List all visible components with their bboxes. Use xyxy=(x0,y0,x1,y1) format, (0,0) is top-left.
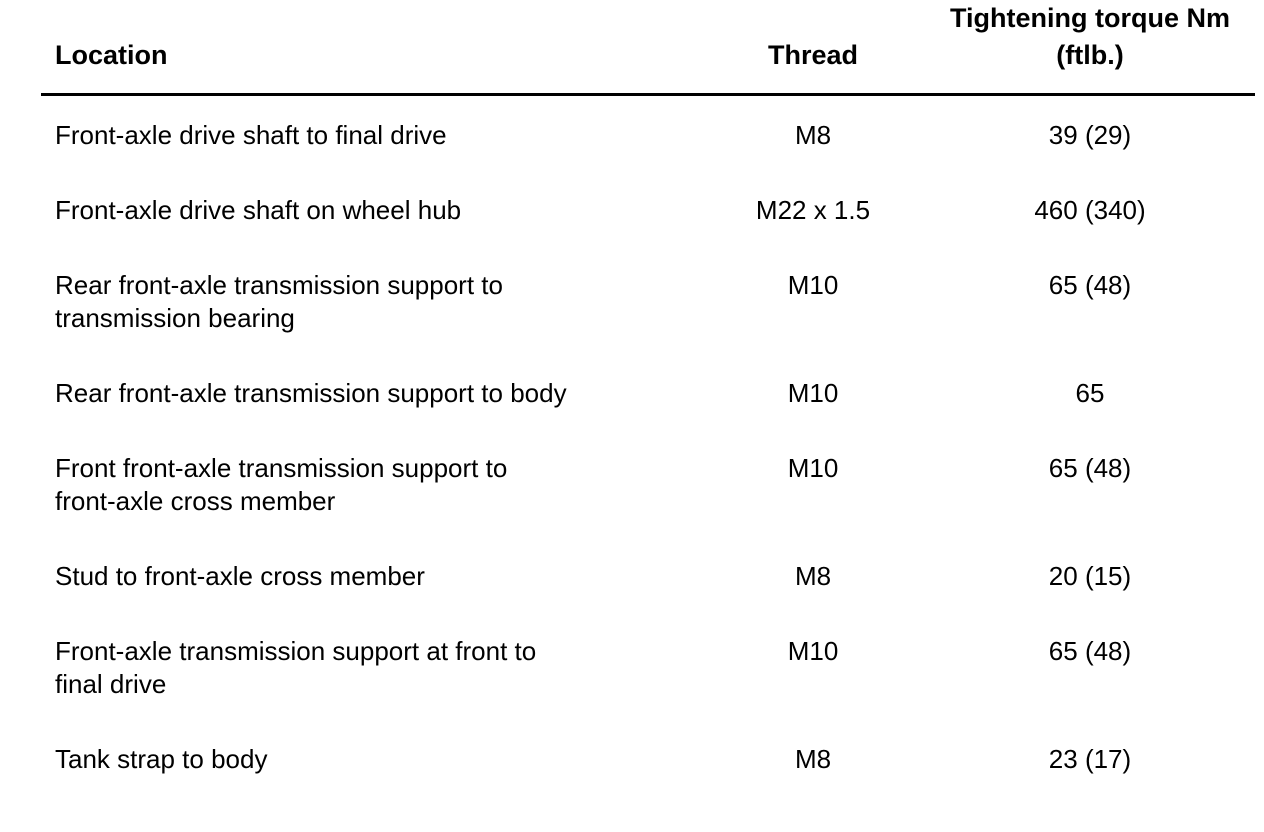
column-header-torque: Tightening torque Nm (ftlb.) xyxy=(925,0,1255,96)
cell-location-line1: Front-axle drive shaft to final drive xyxy=(55,120,447,150)
cell-torque: 23 (17) xyxy=(1048,744,1132,774)
cell-location: Front-axle drive shaft to final drive xyxy=(41,95,701,174)
cell-thread: M22 x 1.5 xyxy=(755,195,871,225)
cell-location-line1: Rear front-axle transmission support to … xyxy=(55,378,567,408)
table-row: Tank strap to body M8 23 (17) xyxy=(41,722,1255,797)
cell-torque: 65 xyxy=(1075,378,1105,408)
column-header-thread: Thread xyxy=(701,0,925,96)
cell-thread: M10 xyxy=(787,453,839,483)
table-row: Front-axle transmission support at front… xyxy=(41,614,1255,722)
table-row: Front-axle drive shaft to final drive M8… xyxy=(41,95,1255,174)
cell-location: Rear front-axle transmission support to … xyxy=(41,356,701,431)
table-header: Location Thread Tightening torque Nm (ft… xyxy=(41,0,1255,96)
column-header-torque-line1: Tightening torque Nm xyxy=(950,3,1230,33)
table-row: Rear front-axle transmission support to … xyxy=(41,356,1255,431)
cell-torque: 20 (15) xyxy=(1048,561,1132,591)
cell-location-line1: Rear front-axle transmission support to xyxy=(55,270,503,300)
table-row: Rear front-axle transmission support to … xyxy=(41,248,1255,356)
cell-location: Front-axle transmission support at front… xyxy=(41,614,701,722)
cell-torque: 460 (340) xyxy=(1034,195,1146,225)
cell-torque: 65 (48) xyxy=(1048,270,1132,300)
cell-location-line1: Stud to front-axle cross member xyxy=(55,561,425,591)
table-row: Front-axle drive shaft on wheel hub M22 … xyxy=(41,173,1255,248)
cell-location-line1: Front front-axle transmission support to xyxy=(55,453,508,483)
cell-thread: M8 xyxy=(794,744,832,774)
cell-location: Front front-axle transmission support to… xyxy=(41,431,701,539)
cell-thread: M10 xyxy=(787,636,839,666)
table-body: Front-axle drive shaft to final drive M8… xyxy=(41,95,1255,798)
column-header-torque-line2: (ftlb.) xyxy=(1056,40,1124,70)
cell-location-line1: Front-axle transmission support at front… xyxy=(55,636,537,666)
column-header-location: Location xyxy=(41,0,701,96)
cell-location-line1: Tank strap to body xyxy=(55,744,268,774)
cell-location-line2: transmission bearing xyxy=(55,303,295,333)
cell-location: Rear front-axle transmission support to … xyxy=(41,248,701,356)
torque-specification-table: Location Thread Tightening torque Nm (ft… xyxy=(41,0,1255,797)
cell-thread: M8 xyxy=(794,561,832,591)
cell-thread: M10 xyxy=(787,378,839,408)
cell-thread: M8 xyxy=(794,120,832,150)
cell-torque: 65 (48) xyxy=(1048,453,1132,483)
cell-location: Front-axle drive shaft on wheel hub xyxy=(41,173,701,248)
table-row: Front front-axle transmission support to… xyxy=(41,431,1255,539)
cell-location-line1: Front-axle drive shaft on wheel hub xyxy=(55,195,462,225)
cell-torque: 65 (48) xyxy=(1048,636,1132,666)
table-header-row: Location Thread Tightening torque Nm (ft… xyxy=(41,0,1255,96)
table-row: Stud to front-axle cross member M8 20 (1… xyxy=(41,539,1255,614)
cell-location: Tank strap to body xyxy=(41,722,701,797)
cell-torque: 39 (29) xyxy=(1048,120,1132,150)
cell-location-line2: final drive xyxy=(55,669,167,699)
cell-location-line2: front-axle cross member xyxy=(55,486,336,516)
cell-thread: M10 xyxy=(787,270,839,300)
cell-location: Stud to front-axle cross member xyxy=(41,539,701,614)
